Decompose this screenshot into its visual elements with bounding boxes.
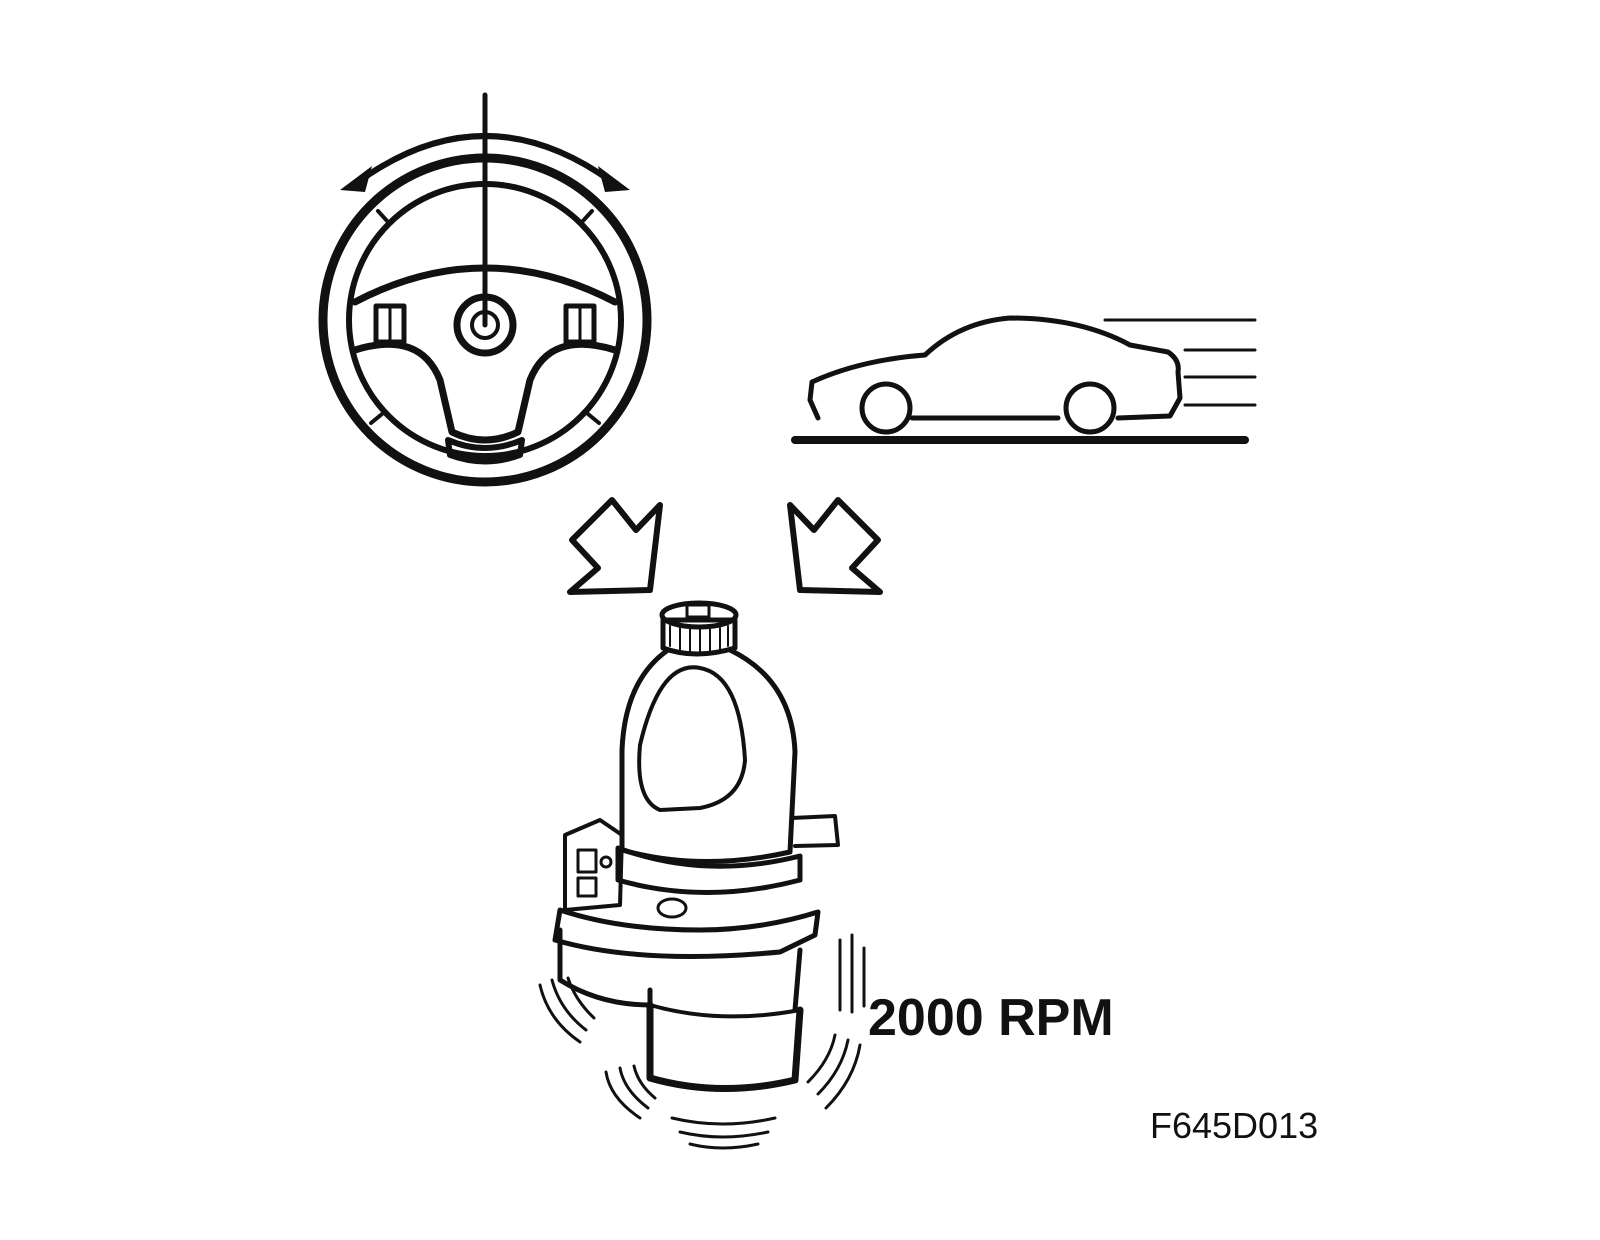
figure-code-label: F645D013 <box>1150 1105 1319 1146</box>
left-inward-arrow-icon <box>567 497 663 595</box>
electro-hydraulic-pump-icon <box>538 600 866 1150</box>
steering-wheel-icon <box>318 92 652 487</box>
vibration-lines-icon <box>538 933 866 1150</box>
moving-car-icon <box>791 315 1257 444</box>
rpm-label: 2000 RPM <box>868 989 1114 1047</box>
right-inward-arrow-icon <box>787 497 883 595</box>
